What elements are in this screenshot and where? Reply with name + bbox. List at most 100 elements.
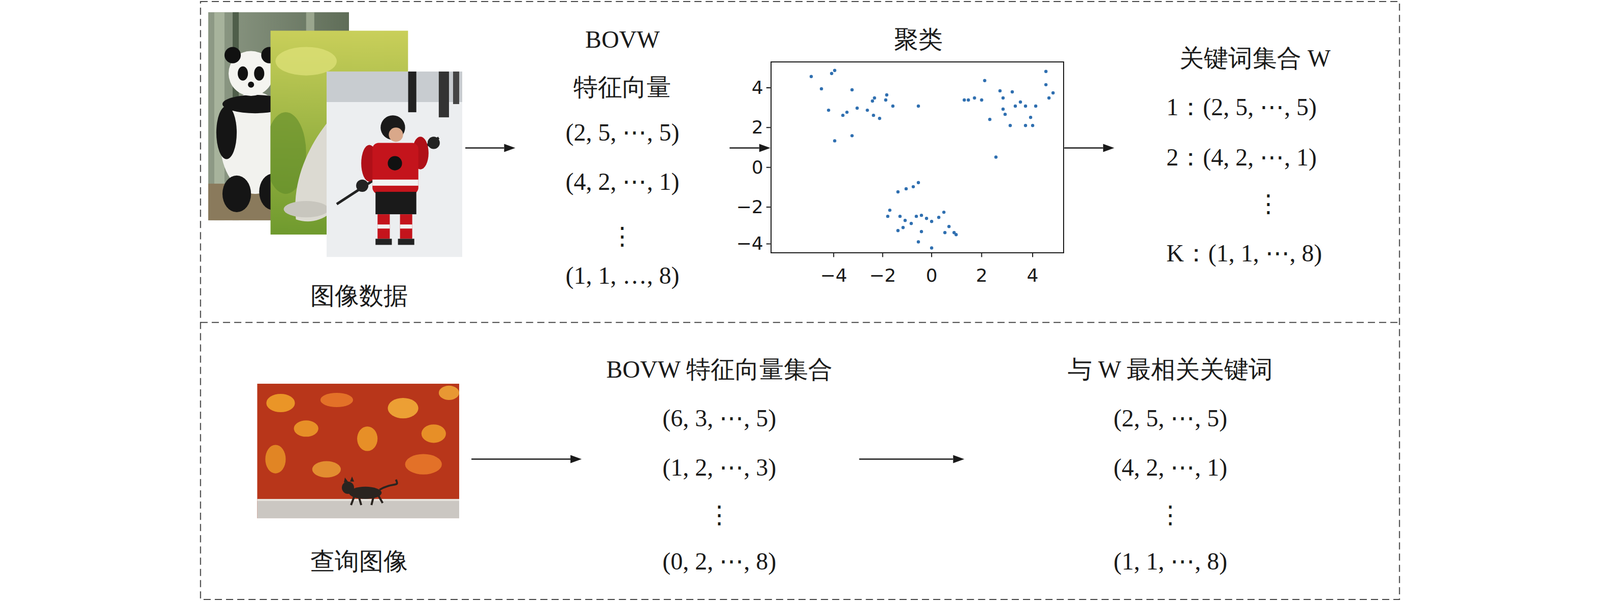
flow-arrow: [1064, 143, 1114, 152]
hockey-photo-part: [372, 142, 419, 195]
vector-text: (1, 1, …, 8): [565, 261, 680, 291]
hockey-photo-part: [400, 214, 413, 239]
hockey-photo-part: [356, 179, 369, 192]
arrow-head: [504, 143, 516, 152]
vector-text: (0, 2, ⋯, 8): [662, 547, 777, 577]
hockey-photo-part: [387, 156, 402, 171]
heading: 关键词集合 W: [1179, 43, 1331, 74]
query-image: 查询图像: [254, 379, 472, 582]
query-photo-part: [438, 386, 460, 401]
query-photo-part: [341, 482, 355, 495]
arrow-shaft: [1064, 147, 1103, 149]
arrow-shaft: [465, 147, 504, 149]
arrow-shaft: [859, 458, 954, 461]
scatter-points-part: [766, 87, 1033, 258]
vector-text: (1, 2, ⋯, 3): [662, 453, 777, 483]
hockey-photo-part: [438, 71, 450, 118]
heading: BOVW 特征向量: [561, 15, 684, 112]
ellipsis: ⋮: [1158, 500, 1183, 531]
hockey-photo-part: [453, 71, 460, 105]
panel-frame-part: [200, 322, 1400, 324]
tick-label: 2: [975, 264, 988, 287]
vector-text: (4, 2, ⋯, 1): [565, 167, 680, 197]
query-photo-part: [357, 426, 378, 452]
hockey-photo-part: [372, 179, 419, 186]
vector-text: (1, 1, ⋯, 8): [1113, 547, 1228, 577]
tick-label: 4: [751, 76, 764, 99]
query-photo-part: [294, 420, 319, 437]
hockey-photo-part: [326, 71, 463, 258]
tick-label: 0: [925, 264, 938, 287]
query-photo-part: [265, 444, 286, 474]
flow-arrow: [729, 143, 771, 152]
panda-photo-part: [224, 46, 241, 63]
tick-label: −4: [820, 264, 848, 287]
tick-label: −4: [736, 233, 764, 255]
scatter-points-part: [811, 70, 1053, 249]
heading: 与 W 最相关关键词: [1067, 355, 1273, 385]
query-photo-part: [387, 398, 419, 419]
query-photo-part: [405, 454, 442, 475]
hockey-photo-part: [397, 238, 414, 245]
panda-photo-part: [253, 66, 265, 81]
panda-photo-part: [247, 81, 254, 88]
query-photo-part: [343, 476, 355, 484]
vector-text: (2, 5, ⋯, 5): [1113, 403, 1228, 434]
query-photo-part: [379, 480, 397, 491]
panda-photo-part: [237, 66, 248, 81]
arrow-shaft: [729, 147, 759, 149]
hockey-photo-part: [377, 224, 390, 229]
scatter-plot: 聚类: [770, 61, 1065, 254]
query-photo-part: [421, 424, 446, 443]
keyword-column: 关键词集合 W 1：(2, 5, ⋯, 5) 2：(4, 2, ⋯, 1) ⋮ K：(1…: [1114, 30, 1390, 278]
scatter-points: [766, 70, 1054, 258]
ellipsis: ⋮: [610, 222, 635, 252]
hockey-photo: [326, 71, 463, 258]
keyword-entry: 1：(2, 5, ⋯, 5): [1166, 92, 1317, 122]
arrow-head: [1103, 143, 1115, 152]
hockey-photo-part: [377, 214, 390, 239]
heading: BOVW 特征向量集合: [605, 355, 833, 385]
image-stack: 图像数据: [208, 12, 466, 316]
vector-text: (4, 2, ⋯, 1): [1113, 453, 1228, 483]
feature-column: BOVW 特征向量 (2, 5, ⋯, 5) (4, 2, ⋯, 1) ⋮ (1, 1,…: [515, 10, 730, 299]
hockey-photo-part: [375, 192, 416, 215]
hockey-photo-part: [388, 127, 403, 142]
keyword-entry: 2：(4, 2, ⋯, 1): [1166, 142, 1317, 173]
keyword-match-column: 与 W 最相关关键词 (2, 5, ⋯, 5) (4, 2, ⋯, 1) ⋮ (1, 1…: [964, 346, 1378, 584]
seal-photo-part: [275, 46, 337, 76]
hockey-photo-part: [375, 238, 392, 245]
arrow-head: [570, 455, 582, 464]
vector-text: (6, 3, ⋯, 5): [662, 403, 777, 434]
tick-label: −2: [736, 196, 764, 218]
query-photo-part: [257, 384, 460, 519]
arrow-shaft: [471, 458, 571, 461]
panda-photo-part: [222, 175, 251, 213]
tick-label: 2: [751, 116, 764, 139]
arrow-head: [759, 143, 771, 152]
panda-photo-part: [216, 106, 237, 160]
ellipsis: ⋮: [1256, 189, 1281, 219]
query-photo-part: [312, 461, 341, 478]
hockey-photo-part: [400, 224, 413, 229]
tick-label: 0: [751, 156, 764, 179]
panel-frame-part: [200, 1, 1400, 600]
tick-label: −2: [869, 264, 896, 287]
query-photo-part: [257, 500, 460, 519]
query-photo-part: [266, 394, 295, 413]
query-photo: [257, 384, 460, 519]
query-photo-part: [350, 496, 383, 506]
flow-arrow: [859, 455, 965, 464]
seal-photo-part: [283, 201, 329, 218]
vector-text: (2, 5, ⋯, 5): [565, 118, 680, 148]
query-photo-part: [320, 393, 354, 408]
flow-arrow: [471, 455, 582, 464]
ellipsis: ⋮: [707, 500, 732, 531]
hockey-photo-part: [427, 136, 440, 149]
keyword-entry: K：(1, 1, ⋯, 8): [1166, 238, 1323, 269]
hockey-photo-part: [408, 71, 417, 113]
caption: 查询图像: [310, 547, 408, 577]
